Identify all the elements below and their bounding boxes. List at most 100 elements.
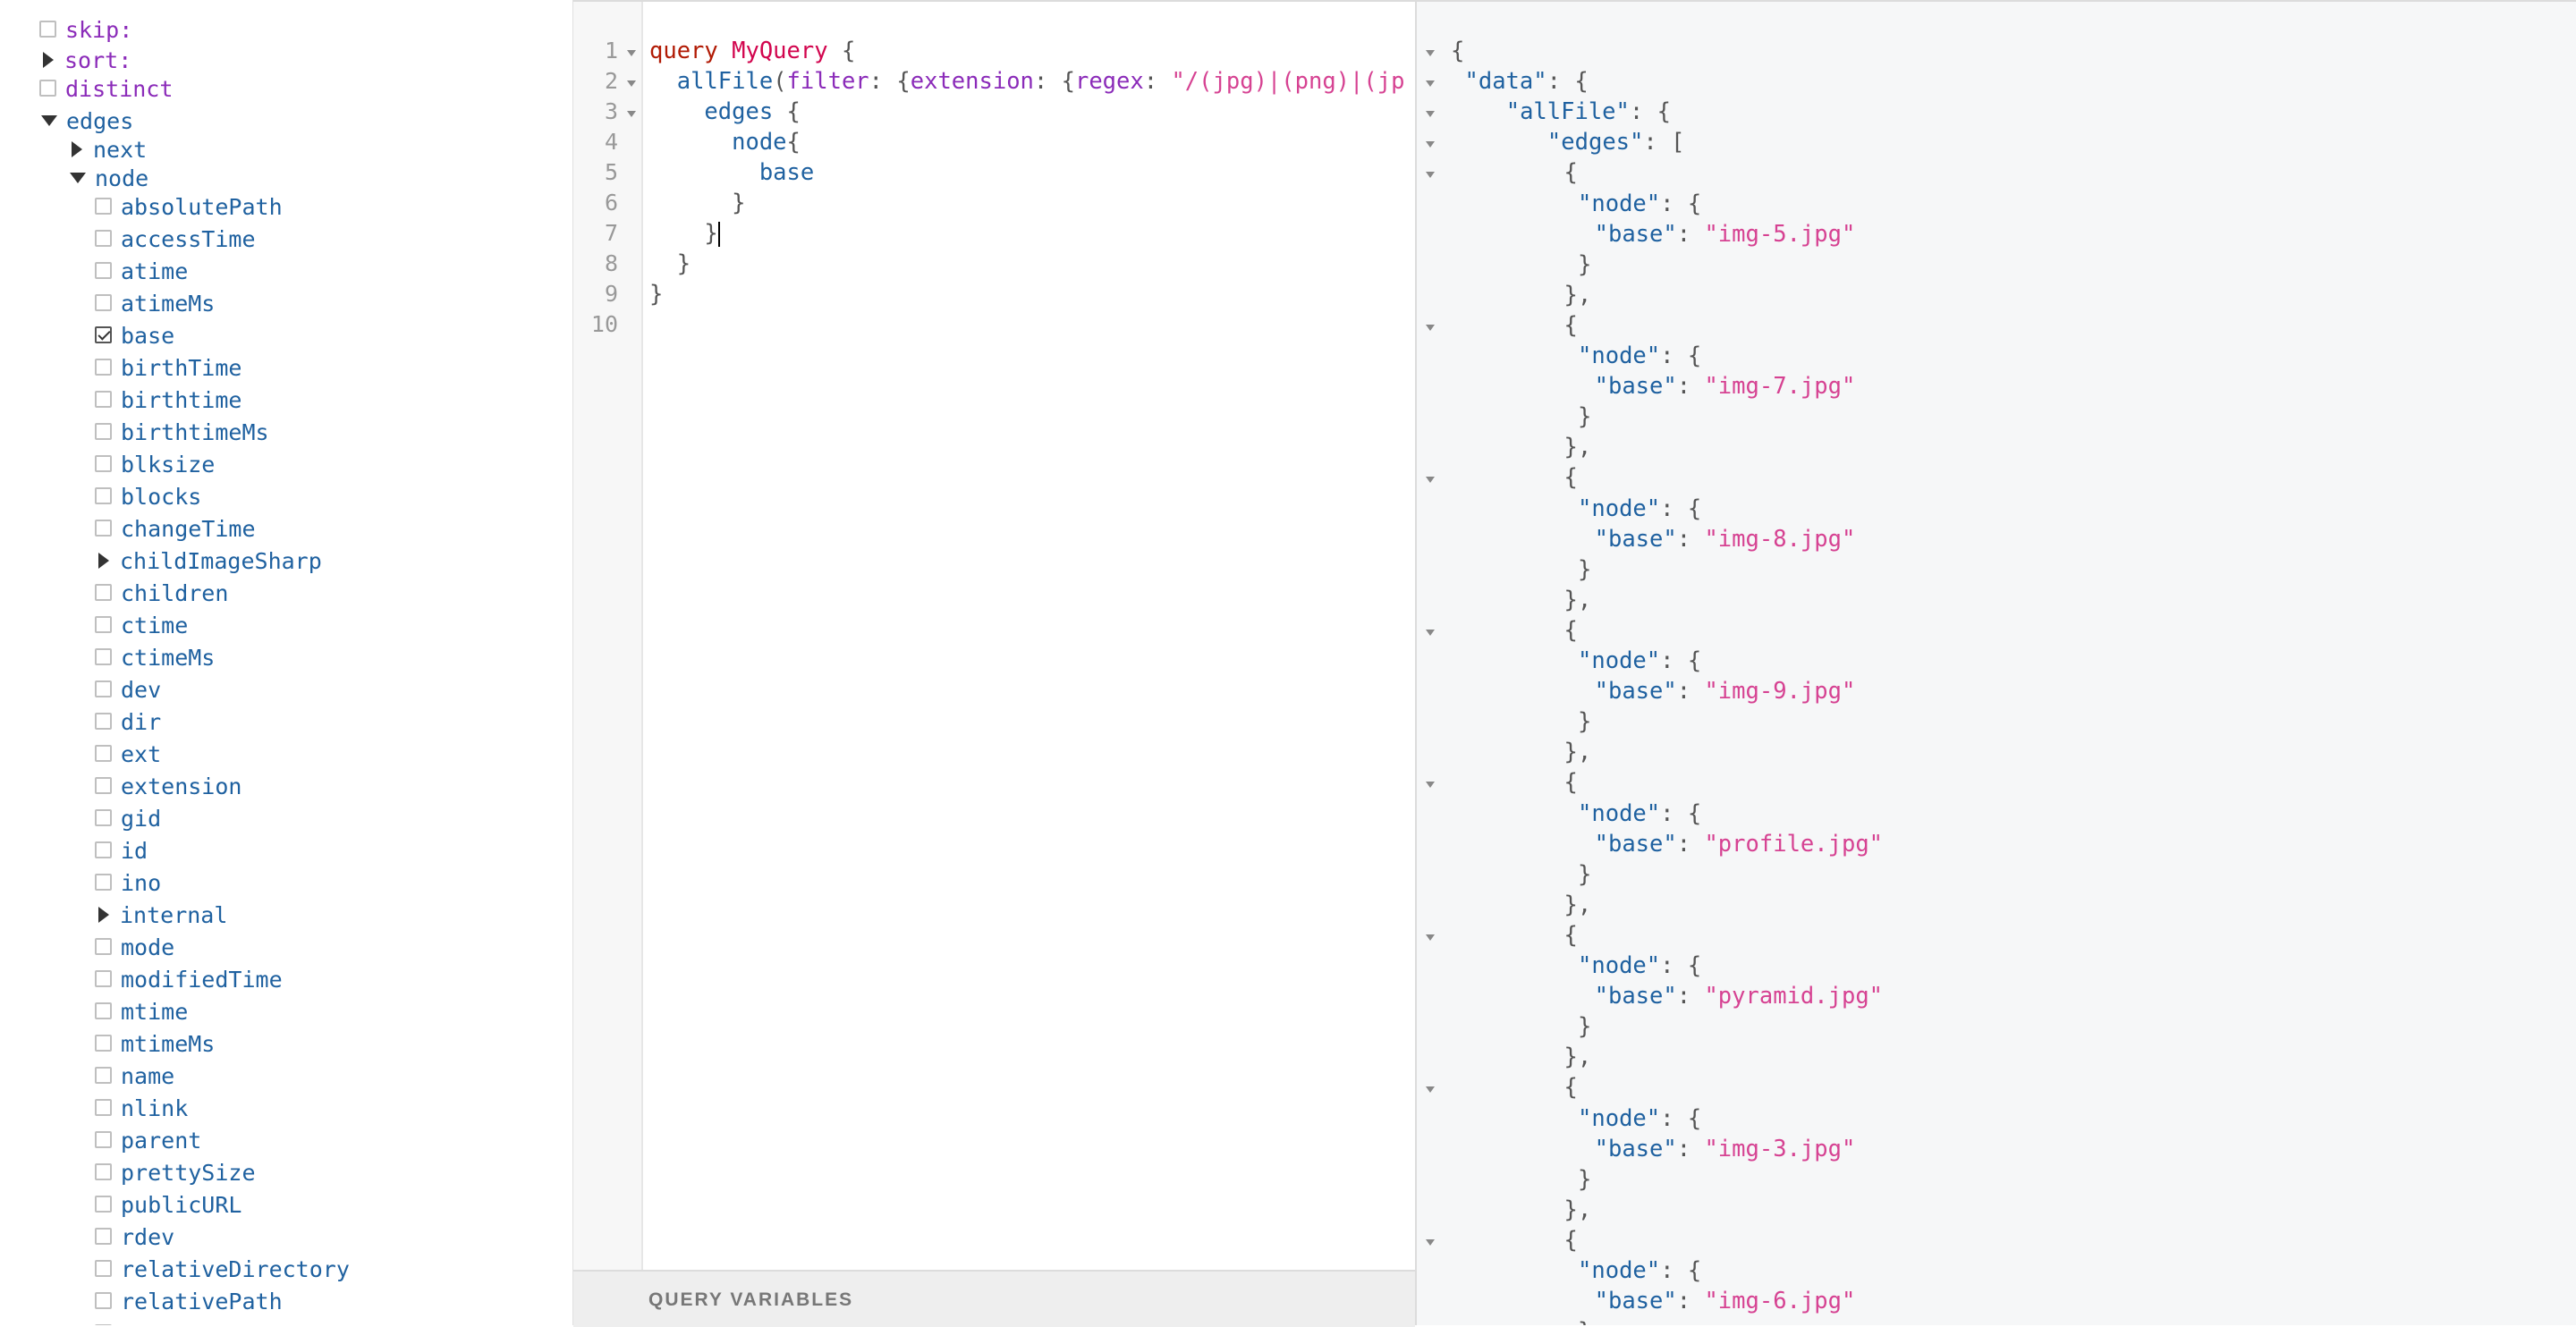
explorer-field-birthtime[interactable]: birthtime xyxy=(95,385,242,415)
checkbox-icon[interactable] xyxy=(95,873,112,891)
explorer-field-mtime[interactable]: mtime xyxy=(95,996,188,1027)
explorer-field-ctime[interactable]: ctime xyxy=(95,610,188,640)
checkbox-icon[interactable] xyxy=(95,1195,112,1213)
checkbox-icon[interactable] xyxy=(95,519,112,537)
fold-marker-icon[interactable] xyxy=(1426,325,1435,331)
explorer-field-relativePath[interactable]: relativePath xyxy=(95,1286,283,1316)
explorer-field-dev[interactable]: dev xyxy=(95,674,161,705)
fold-marker-icon[interactable] xyxy=(1426,630,1435,636)
checkbox-icon[interactable] xyxy=(95,583,112,601)
collapse-arrow-icon[interactable] xyxy=(41,115,57,126)
explorer-item-node[interactable]: node xyxy=(68,163,148,193)
explorer-field-rdev[interactable]: rdev xyxy=(95,1221,174,1252)
checkbox-icon[interactable] xyxy=(95,486,112,504)
code-line[interactable]: } xyxy=(649,190,745,216)
explorer-field-ctimeMs[interactable]: ctimeMs xyxy=(95,642,215,672)
explorer-field-base[interactable]: base xyxy=(95,320,174,351)
explorer-field-extension[interactable]: extension xyxy=(95,771,242,801)
explorer-field-publicURL[interactable]: publicURL xyxy=(95,1189,242,1220)
code-line[interactable]: query MyQuery { xyxy=(649,38,855,64)
explorer-field-atimeMs[interactable]: atimeMs xyxy=(95,288,215,318)
expand-arrow-icon[interactable] xyxy=(72,141,82,157)
fold-marker-icon[interactable] xyxy=(1426,782,1435,788)
explorer-field-gid[interactable]: gid xyxy=(95,803,161,833)
checkbox-icon[interactable] xyxy=(95,808,112,826)
code-line[interactable]: } xyxy=(649,220,720,247)
checkbox-icon[interactable] xyxy=(95,1034,112,1052)
fold-marker-icon[interactable] xyxy=(627,80,636,87)
code-line[interactable]: } xyxy=(649,250,691,277)
checkbox-icon[interactable] xyxy=(95,1002,112,1019)
checkbox-icon[interactable] xyxy=(39,79,56,97)
checkbox-icon[interactable] xyxy=(95,615,112,633)
code-line[interactable]: edges { xyxy=(649,98,800,125)
checkbox-icon[interactable] xyxy=(95,454,112,472)
checkbox-icon[interactable] xyxy=(95,712,112,730)
checkbox-icon[interactable] xyxy=(95,422,112,440)
explorer-field-mtimeMs[interactable]: mtimeMs xyxy=(95,1028,215,1059)
checkbox-icon[interactable] xyxy=(95,1323,112,1325)
explorer-field-modifiedTime[interactable]: modifiedTime xyxy=(95,964,283,994)
query-variables-label[interactable]: QUERY VARIABLES xyxy=(648,1289,854,1310)
code-line[interactable]: node{ xyxy=(649,129,801,156)
explorer-field-absolutePath[interactable]: absolutePath xyxy=(95,191,283,222)
checkbox-icon[interactable] xyxy=(95,1162,112,1180)
checkbox-icon[interactable] xyxy=(95,776,112,794)
explorer-field-root[interactable]: root xyxy=(95,1318,174,1325)
checkbox-icon[interactable] xyxy=(95,1227,112,1245)
explorer-field-prettySize[interactable]: prettySize xyxy=(95,1157,256,1188)
checkbox-icon[interactable] xyxy=(95,1259,112,1277)
explorer-field-ino[interactable]: ino xyxy=(95,867,161,898)
explorer-field-changeTime[interactable]: changeTime xyxy=(95,513,256,544)
code-line[interactable]: base xyxy=(649,159,814,186)
explorer-field-childImageSharp[interactable]: childImageSharp xyxy=(95,545,322,576)
explorer-arg-sort[interactable]: sort: xyxy=(39,45,131,75)
code-line[interactable]: allFile(filter: {extension: {regex: "/(j… xyxy=(649,68,1405,95)
fold-marker-icon[interactable] xyxy=(1426,1086,1435,1093)
explorer-field-atime[interactable]: atime xyxy=(95,256,188,286)
explorer-field-internal[interactable]: internal xyxy=(95,900,227,930)
checkbox-icon[interactable] xyxy=(95,647,112,665)
checkbox-icon[interactable] xyxy=(95,680,112,697)
expand-arrow-icon[interactable] xyxy=(98,553,109,569)
explorer-field-nlink[interactable]: nlink xyxy=(95,1093,188,1123)
explorer-field-relativeDirectory[interactable]: relativeDirectory xyxy=(95,1254,350,1284)
explorer-arg-distinct[interactable]: distinct xyxy=(39,73,173,104)
checkbox-icon[interactable] xyxy=(95,1098,112,1116)
explorer-field-parent[interactable]: parent xyxy=(95,1125,201,1155)
checkbox-icon[interactable] xyxy=(95,293,112,311)
expand-arrow-icon[interactable] xyxy=(43,52,54,68)
fold-marker-icon[interactable] xyxy=(1426,934,1435,941)
explorer-field-name[interactable]: name xyxy=(95,1061,174,1091)
checkbox-icon[interactable] xyxy=(95,841,112,858)
checkbox-icon[interactable] xyxy=(95,197,112,215)
explorer-field-mode[interactable]: mode xyxy=(95,932,174,962)
collapse-arrow-icon[interactable] xyxy=(70,173,86,183)
explorer-field-dir[interactable]: dir xyxy=(95,706,161,737)
explorer-item-next[interactable]: next xyxy=(68,134,147,165)
fold-marker-icon[interactable] xyxy=(1426,80,1435,87)
checkbox-icon[interactable] xyxy=(95,261,112,279)
checkbox-icon[interactable] xyxy=(39,20,56,38)
fold-marker-icon[interactable] xyxy=(627,111,636,117)
fold-marker-icon[interactable] xyxy=(1426,50,1435,56)
explorer-field-children[interactable]: children xyxy=(95,578,228,608)
checkbox-icon[interactable] xyxy=(95,1130,112,1148)
checkbox-icon[interactable] xyxy=(95,969,112,987)
explorer-arg-skip[interactable]: skip: xyxy=(39,14,132,45)
explorer-field-id[interactable]: id xyxy=(95,835,148,866)
fold-marker-icon[interactable] xyxy=(1426,111,1435,117)
explorer-field-blocks[interactable]: blocks xyxy=(95,481,201,511)
explorer-field-birthTime[interactable]: birthTime xyxy=(95,352,242,383)
query-variables-bar[interactable]: QUERY VARIABLES xyxy=(573,1270,1415,1327)
checkbox-icon[interactable] xyxy=(95,1291,112,1309)
checkbox-icon[interactable] xyxy=(95,390,112,408)
checkbox-checked-icon[interactable] xyxy=(95,325,112,343)
fold-marker-icon[interactable] xyxy=(1426,172,1435,178)
checkbox-icon[interactable] xyxy=(95,358,112,376)
fold-marker-icon[interactable] xyxy=(627,50,636,56)
explorer-field-birthtimeMs[interactable]: birthtimeMs xyxy=(95,417,269,447)
checkbox-icon[interactable] xyxy=(95,744,112,762)
code-line[interactable]: } xyxy=(649,281,663,308)
